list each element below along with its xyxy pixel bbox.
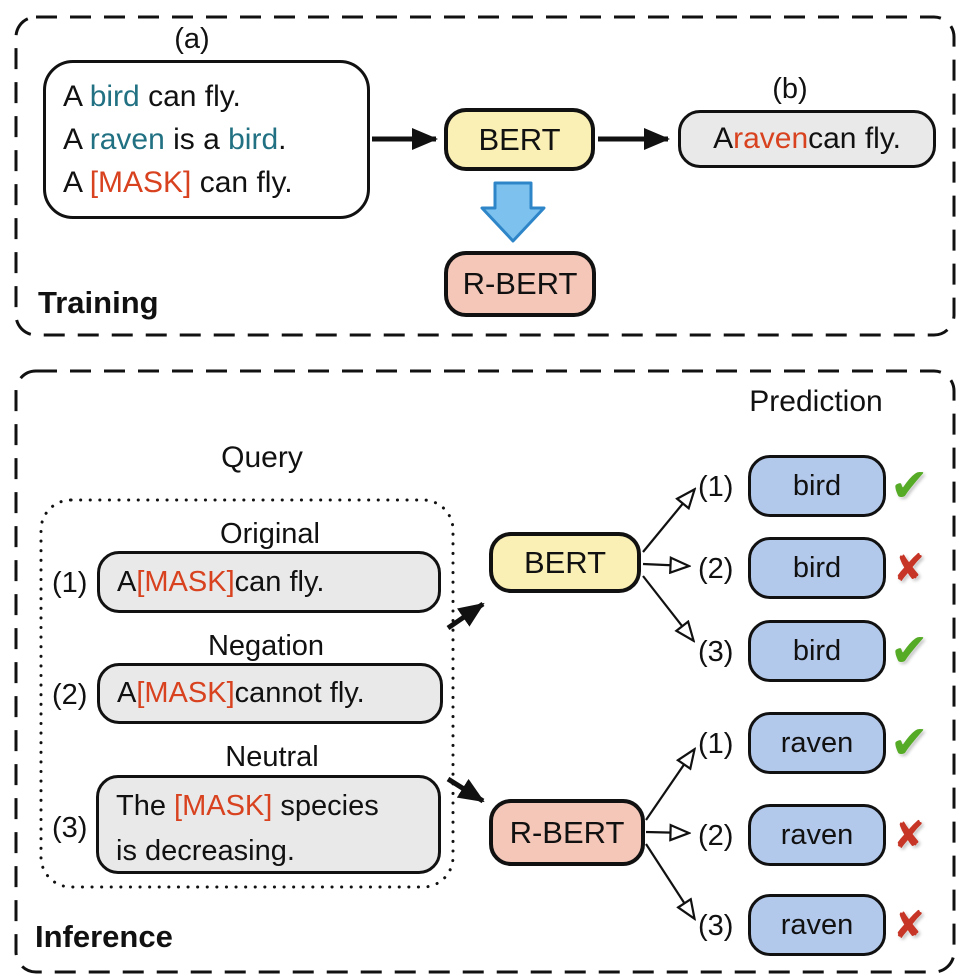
training-sentence-3: A [MASK] can fly. — [63, 161, 367, 204]
arrow-rbert-pred-3 — [645, 843, 694, 918]
training-sentence-2: A raven is a bird. — [63, 118, 367, 161]
training-section-label: Training — [38, 285, 159, 320]
text-segment: The — [116, 790, 175, 822]
query-3-line-1: The [MASK] species — [116, 784, 438, 829]
bert-prediction-2-tag: (2) — [698, 553, 734, 585]
inference-rbert-node: R-BERT — [489, 799, 645, 866]
bert-prediction-3-tag: (3) — [698, 636, 734, 668]
training-rbert-node: R-BERT — [444, 251, 596, 317]
bert-prediction-1-tag: (1) — [698, 471, 734, 503]
rbert-prediction-1-box: raven — [748, 712, 886, 774]
wrong-mark-icon: ✘ — [893, 546, 925, 590]
query-3-box: The [MASK] species is decreasing. — [96, 775, 441, 874]
rbert-prediction-3-tag: (3) — [698, 910, 734, 942]
query-2-box: A [MASK] cannot fly. — [97, 663, 443, 724]
rbert-prediction-1-tag: (1) — [698, 728, 734, 760]
inference-section-label: Inference — [35, 919, 173, 954]
mask-token: [MASK] — [89, 166, 192, 199]
entity-word: raven — [89, 123, 165, 156]
text-segment: is a — [164, 123, 229, 156]
query-group-label: Query — [221, 441, 303, 474]
text-segment: species — [272, 790, 379, 822]
training-sentence-1: A bird can fly. — [63, 75, 367, 118]
inference-bert-node: BERT — [489, 532, 641, 593]
arrow-query-to-rbert — [446, 776, 485, 804]
query-2-tag: (2) — [52, 679, 88, 711]
text-segment: . — [278, 123, 287, 156]
text-segment: A — [63, 166, 90, 199]
bert-prediction-2-box: bird — [748, 537, 886, 599]
text-segment: cannot fly. — [234, 677, 365, 709]
predicted-word: raven — [733, 122, 809, 155]
arrow-query-to-bert — [446, 601, 485, 631]
rbert-prediction-2-box: raven — [748, 804, 886, 866]
correct-mark-icon: ✔ — [890, 715, 929, 769]
mask-token: [MASK] — [136, 677, 235, 709]
bert-prediction-1-box: bird — [748, 455, 886, 517]
query-type-label-neutral: Neutral — [225, 741, 319, 773]
training-bert-node: BERT — [444, 108, 595, 171]
text-segment: A — [63, 123, 90, 156]
arrow-bert-pred-2 — [642, 564, 688, 566]
text-segment: can fly. — [139, 80, 241, 113]
query-3-line-2: is decreasing. — [116, 829, 438, 874]
arrow-bert-pred-1 — [642, 490, 694, 553]
training-output-box: A raven can fly. — [678, 110, 936, 168]
training-input-box: A bird can fly. A raven is a bird. A [MA… — [43, 60, 370, 219]
arrow-rbert-pred-2 — [645, 832, 688, 833]
correct-mark-icon: ✔ — [890, 623, 929, 677]
rbert-prediction-2-tag: (2) — [698, 820, 734, 852]
rbert-prediction-3-box: raven — [748, 894, 886, 956]
text-segment: A — [117, 565, 137, 598]
text-segment: A — [713, 122, 734, 155]
text-segment: can fly. — [808, 122, 901, 155]
mask-token: [MASK] — [174, 790, 273, 822]
text-segment: is decreasing. — [116, 835, 295, 867]
correct-mark-icon: ✔ — [890, 458, 929, 512]
query-type-label-original: Original — [220, 518, 320, 550]
panel-b-tag: (b) — [772, 73, 808, 105]
panel-a-tag: (a) — [174, 23, 210, 55]
text-segment: can fly. — [191, 166, 293, 199]
wrong-mark-icon: ✘ — [893, 813, 925, 857]
query-3-tag: (3) — [52, 812, 88, 844]
entity-word: bird — [228, 123, 279, 156]
entity-word: bird — [89, 80, 140, 113]
text-segment: A — [117, 677, 137, 709]
arrow-rbert-pred-1 — [645, 750, 694, 821]
text-segment: A — [63, 80, 90, 113]
arrow-bert-pred-3 — [642, 575, 693, 640]
prediction-column-label: Prediction — [749, 385, 883, 418]
query-1-box: A [MASK] can fly. — [97, 551, 441, 613]
arrow-bert-to-rbert-block — [480, 181, 546, 243]
query-1-tag: (1) — [52, 567, 88, 599]
wrong-mark-icon: ✘ — [893, 903, 925, 947]
bert-prediction-3-box: bird — [748, 620, 886, 682]
query-type-label-negation: Negation — [207, 630, 325, 662]
text-segment: can fly. — [234, 565, 325, 598]
mask-token: [MASK] — [136, 565, 235, 598]
